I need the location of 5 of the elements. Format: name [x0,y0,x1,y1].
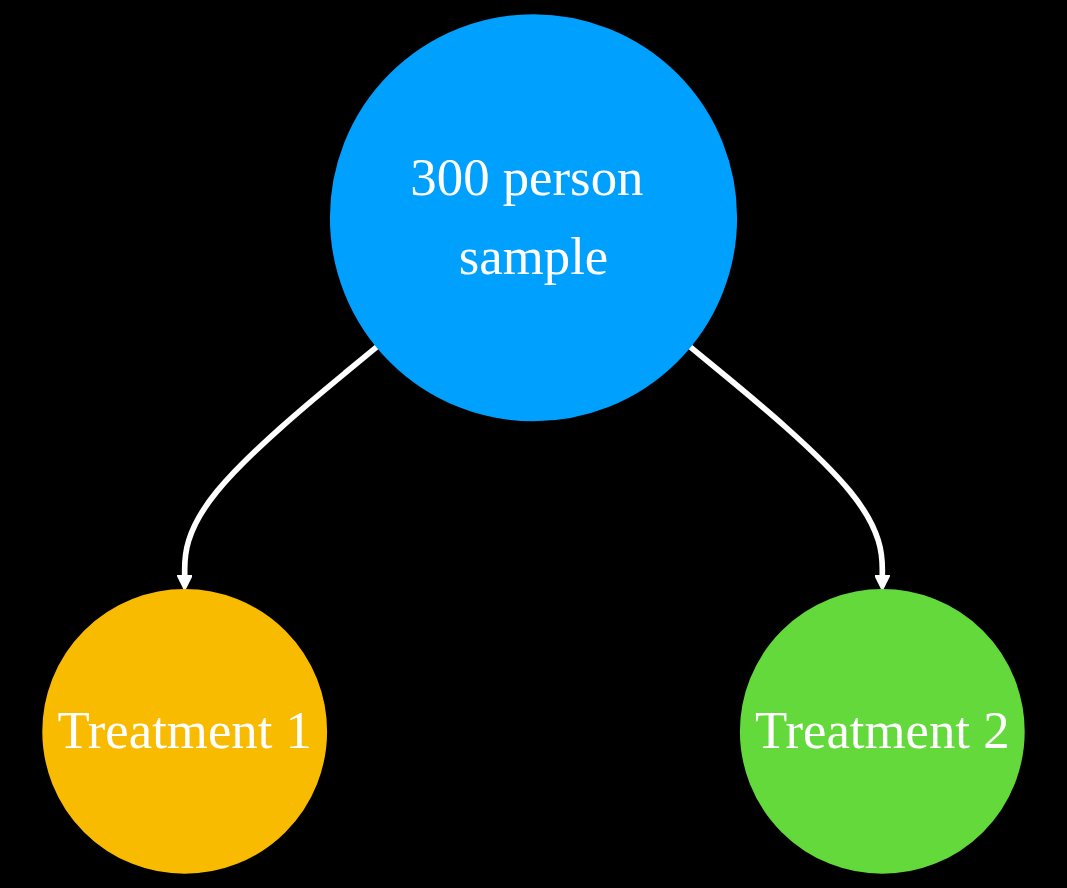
node-circle: 300 person sample [329,14,738,422]
node-circle: Treatment 1 [42,589,328,874]
arrow [688,344,891,591]
arrow [176,344,379,591]
node-circle: Treatment 2 [739,589,1025,874]
